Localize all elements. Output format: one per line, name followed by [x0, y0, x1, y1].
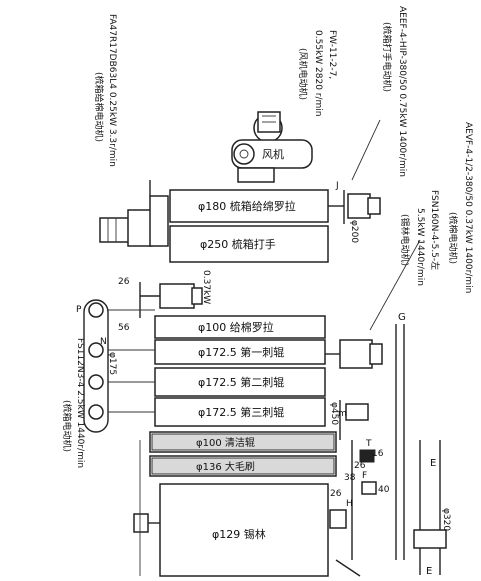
n56-label: 56: [118, 323, 130, 333]
fsn-name: (锡林电动机): [399, 214, 411, 266]
fsn-spec: FSN160N-4-5.5-左: [429, 190, 441, 270]
feed-gearmotor: [99, 180, 169, 247]
gear-450: [339, 400, 369, 440]
fan-name: (风机电动机): [297, 48, 309, 100]
roller-1725-second-box: [154, 367, 326, 397]
d450-label: φ450: [329, 402, 339, 425]
letter-E2: E: [426, 566, 432, 577]
letter-F: F: [362, 471, 367, 481]
kw037-label: 0.37kW: [201, 270, 211, 304]
feed-roller-motor: [139, 282, 203, 318]
n26b-label: 26: [354, 461, 366, 471]
n16-label: 16: [372, 449, 384, 459]
n26a-label: 26: [118, 277, 130, 287]
roller-1725-first-box: [154, 339, 326, 365]
n26c-label: 26: [330, 489, 342, 499]
beater-motor-spec: AEEF-4-HIP-380/50 0.75kW 1400r/min: [397, 6, 407, 177]
right-motor-name: (梳棉电动机): [447, 212, 459, 264]
fs-spec: FS112N3-4 2.5kW 1440r/min: [75, 338, 85, 468]
roller-1725-second-label: φ172.5 第二刺辊: [198, 375, 284, 389]
roller-180-box: [169, 189, 329, 223]
roller-1725-third-label: φ172.5 第三刺辊: [198, 405, 284, 419]
bottom-left-parts: [133, 440, 160, 576]
letter-T: T: [365, 439, 372, 449]
beater-motor-name: (梳箱打手电动机): [381, 22, 393, 92]
fs-name: (梳箱电动机): [61, 400, 73, 452]
roller-129-box: [159, 483, 329, 577]
d175-label: φ175: [107, 352, 117, 375]
roller-1725-first-label: φ172.5 第一刺辊: [198, 345, 284, 359]
letter-J: J: [335, 181, 339, 191]
roller-100-box: [154, 315, 326, 339]
letter-N: N: [100, 337, 107, 347]
letter-G: G: [398, 312, 406, 323]
letter-E: E: [430, 458, 436, 469]
roller-136-label: φ136 大毛刷: [196, 460, 255, 473]
right-motor-spec: AEVF-4-1/2-380/50 0.37kW 1400r/min: [463, 122, 473, 293]
fan-spec: FW-11-2-7,: [327, 30, 337, 79]
d320-label: φ320: [441, 508, 451, 531]
fan-label: 风机: [262, 147, 284, 161]
letter-P: P: [76, 305, 82, 315]
chain-drive-left: [83, 299, 155, 433]
beater-motor: [328, 190, 381, 224]
fsn-spec-2: 5.5kW 1440r/min: [415, 208, 425, 286]
roller-1725-third-box: [154, 397, 326, 427]
letter-H: H: [346, 499, 353, 509]
fan-spec-2: 0.55kW 2820 r/min: [313, 30, 323, 116]
roller-180-label: φ180 梳箱给绵罗拉: [198, 199, 296, 213]
roller-100-clean-label: φ100 清洁辊: [196, 436, 255, 449]
letter-m: m: [338, 409, 347, 419]
roller-250-box: [169, 225, 329, 263]
n38-label: 38: [344, 473, 356, 483]
d200-label: φ200: [349, 220, 359, 243]
fan-assembly: 风机: [231, 111, 313, 183]
roller-250-label: φ250 梳箱打手: [200, 237, 276, 251]
roller-129-label: φ129 锡林: [212, 527, 266, 541]
bottom-right-drive: [329, 440, 447, 577]
roller-100-label: φ100 给棉罗拉: [198, 320, 274, 334]
motor-left-name: (梳箱给棉电动机): [93, 72, 105, 142]
n40-label: 40: [378, 485, 390, 495]
cylinder-motor: [325, 324, 405, 560]
motor-left-spec: FA47R17DB63L4 0.25kW 3.3r/min: [107, 14, 117, 167]
